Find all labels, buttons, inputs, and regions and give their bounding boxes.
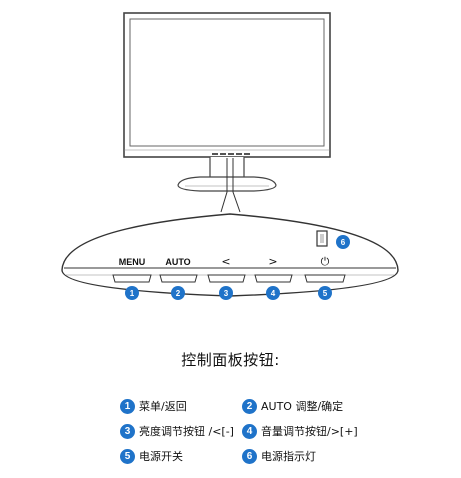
callout-line <box>232 158 241 213</box>
legend-text-1: 菜单/返回 <box>139 400 187 413</box>
legend-badge-5: 5 <box>120 448 135 464</box>
svg-text:5: 5 <box>323 289 328 298</box>
legend-text-3: 亮度调节按钮 /<[-] <box>139 425 234 438</box>
button-label-menu: MENU <box>119 257 146 267</box>
badge-1: 1 <box>125 286 139 300</box>
monitor-screen <box>129 18 325 147</box>
panel-buttons <box>112 274 346 283</box>
legend-item-3: 3 亮度调节按钮 /<[-] <box>120 423 234 439</box>
legend-text-4: 音量调节按钮/>[+] <box>261 425 358 438</box>
bezel-buttons <box>212 153 250 155</box>
badge-3: 3 <box>219 286 233 300</box>
legend-badge-2: 2 <box>242 398 257 414</box>
legend-item-2: 2 AUTO 调整/确定 <box>242 398 343 414</box>
svg-text:1: 1 <box>130 289 135 298</box>
svg-text:4: 4 <box>271 289 276 298</box>
badge-4: 4 <box>266 286 280 300</box>
legend-item-6: 6 电源指示灯 <box>242 448 316 464</box>
legend-text-2: AUTO 调整/确定 <box>261 400 344 413</box>
callout-line <box>220 158 228 213</box>
badge-5: 5 <box>318 286 332 300</box>
badge-6: 6 <box>336 235 350 249</box>
left-button[interactable] <box>207 274 246 283</box>
legend-text-5: 电源开关 <box>139 450 183 463</box>
legend-item-1: 1 菜单/返回 <box>120 398 187 414</box>
svg-text:2: 2 <box>176 289 181 298</box>
legend-item-4: 4 音量调节按钮/>[+] <box>242 423 358 439</box>
legend-badge-1: 1 <box>120 398 135 414</box>
power-icon: ⏻ <box>321 255 330 268</box>
auto-button[interactable] <box>159 274 198 283</box>
monitor-diagram: MENU AUTO < > ⏻ 1 2 3 4 5 6 <box>61 12 399 300</box>
button-label-left: < <box>221 255 230 268</box>
menu-button[interactable] <box>112 274 152 283</box>
legend-badge-4: 4 <box>242 423 257 439</box>
button-label-right: > <box>268 255 277 268</box>
svg-text:6: 6 <box>341 238 346 247</box>
panel-title: 控制面板按钮: <box>181 351 280 369</box>
legend-badge-3: 3 <box>120 423 135 439</box>
svg-text:3: 3 <box>224 289 229 298</box>
right-button[interactable] <box>254 274 293 283</box>
legend-item-5: 5 电源开关 <box>120 448 183 464</box>
legend-text-6: 电源指示灯 <box>261 450 316 463</box>
button-label-auto: AUTO <box>165 257 190 267</box>
legend-badge-6: 6 <box>242 448 257 464</box>
badge-2: 2 <box>171 286 185 300</box>
power-button[interactable] <box>304 274 346 283</box>
